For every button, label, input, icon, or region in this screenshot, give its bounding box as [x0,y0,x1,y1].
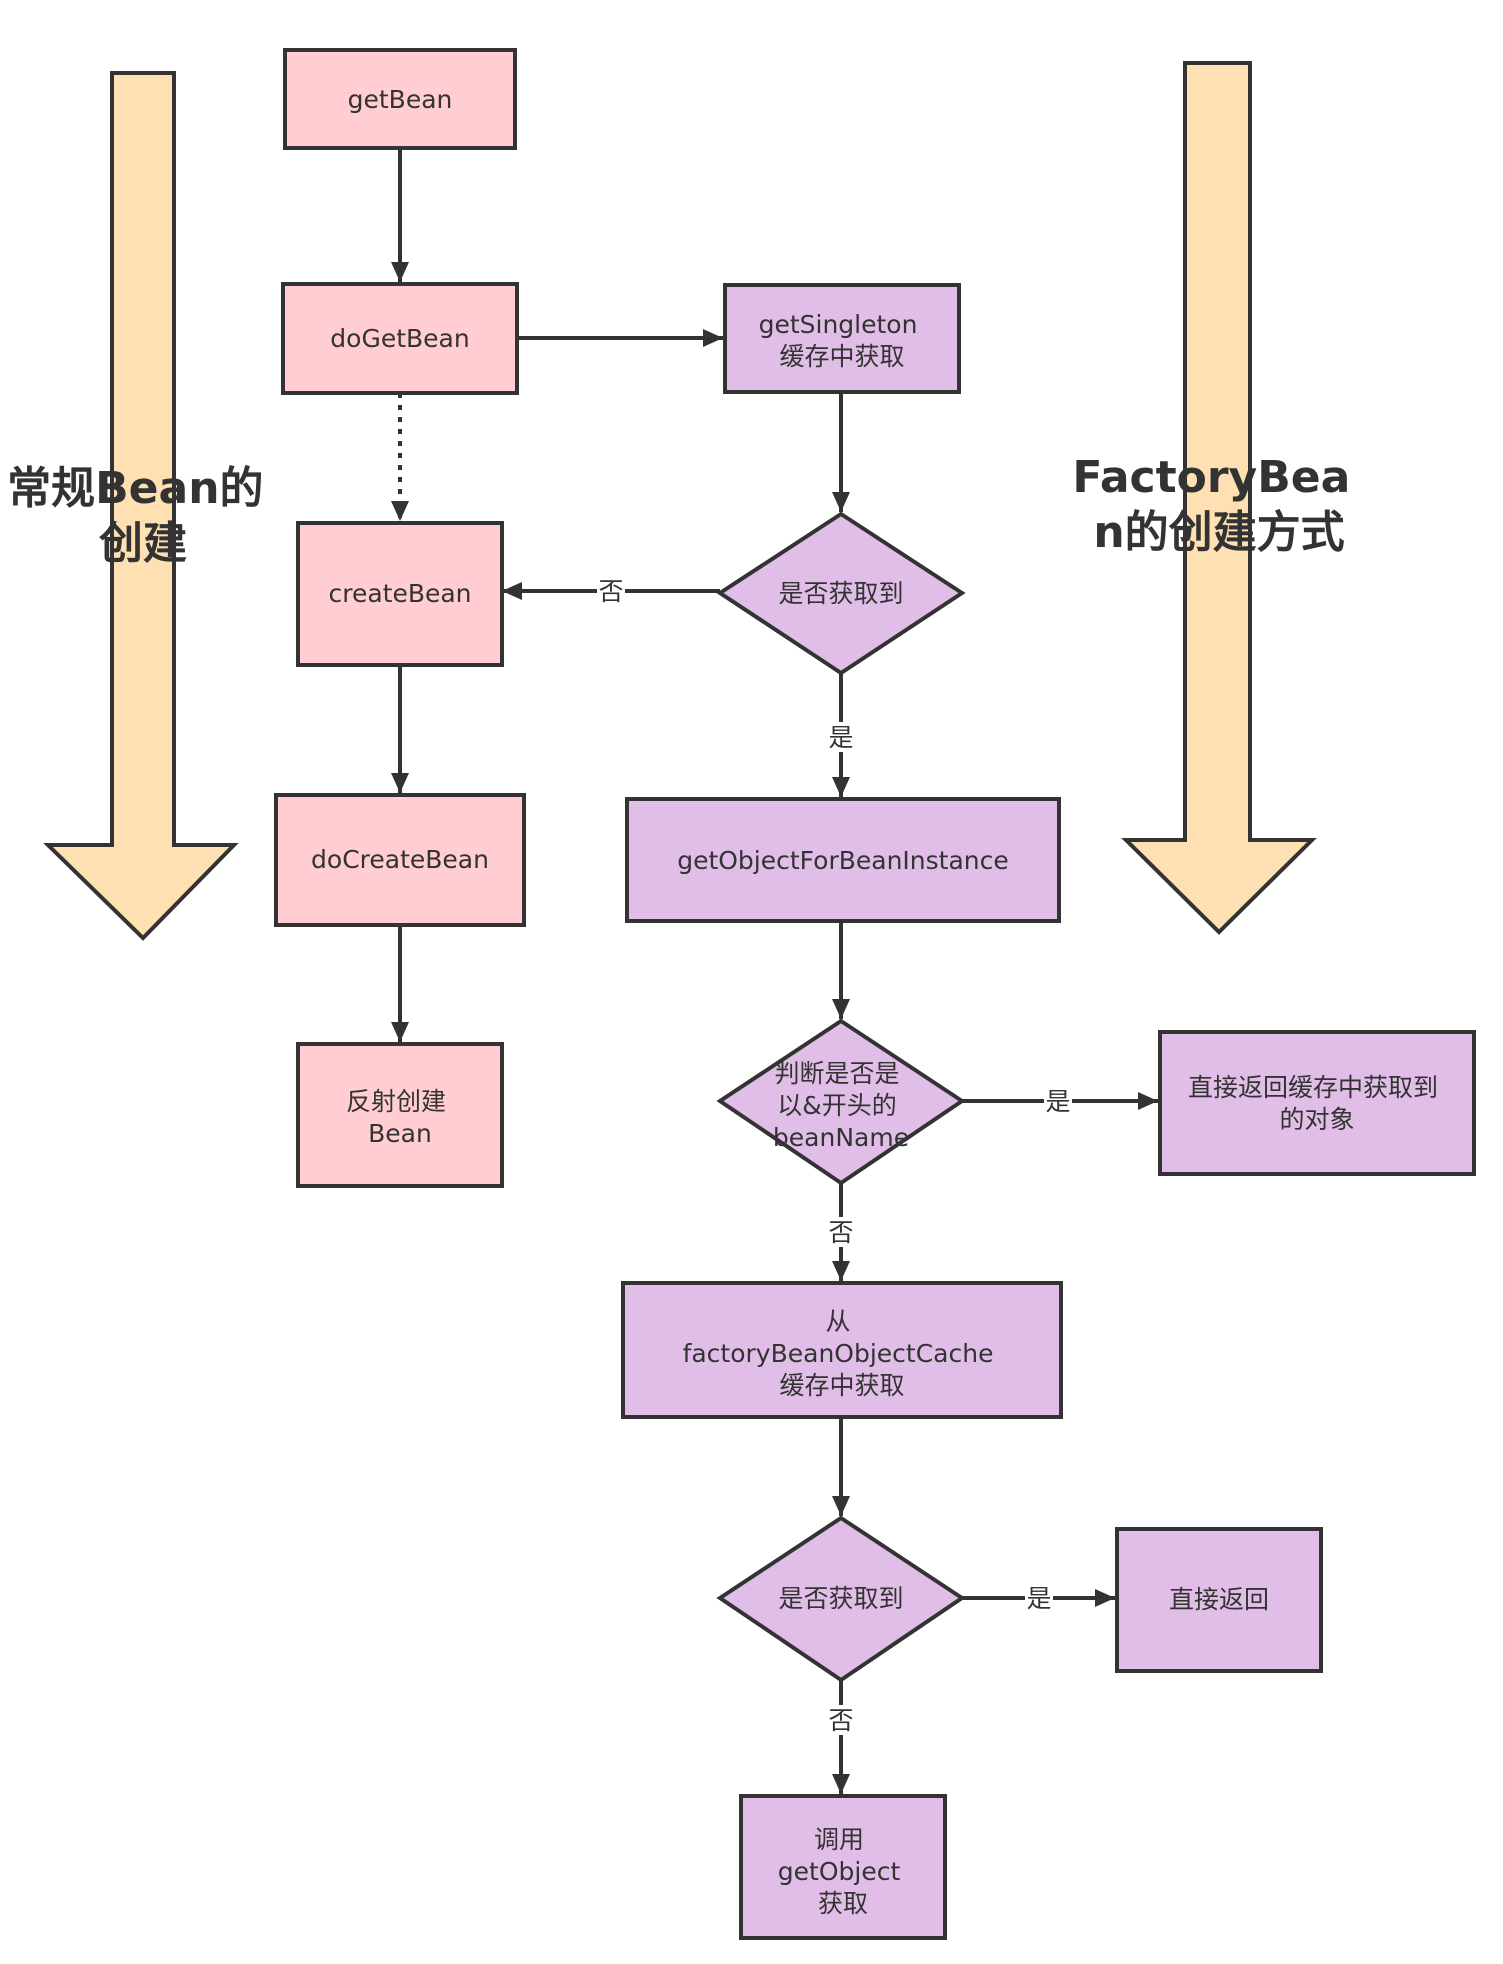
node-createbean-label: createBean [328,579,471,608]
node-decision3-label: 是否获取到 [778,1584,903,1613]
edge-label-d2-yes: 是 [1045,1087,1070,1116]
node-dogetbean: doGetBean [281,282,519,395]
node-return-cached-label: 直接返回缓存中获取到 的对象 [1188,1073,1446,1134]
node-getobjectfor-label: getObjectForBeanInstance [677,846,1009,875]
node-dogetbean-label: doGetBean [330,324,469,353]
node-decision2-label: 判断是否是 以&开头的 beanName [773,1059,909,1152]
node-createbean: createBean [296,521,504,667]
edge-label-d3-yes: 是 [1026,1584,1051,1613]
regular-flow-big-arrow [43,71,239,941]
node-getobjectforbeaninstance: getObjectForBeanInstance [625,797,1061,923]
edge-label-d3-no: 否 [828,1706,853,1735]
factory-flow-big-arrow [1121,61,1317,935]
factory-side-label: FactoryBea n的创建方式 [1072,452,1365,558]
edge-label-d1-no: 否 [598,577,623,606]
node-reflect-create-bean: 反射创建 Bean [296,1042,504,1188]
regular-side-label: 常规Bean的 创建 [7,463,279,569]
edge-label-d2-no: 否 [828,1218,853,1247]
edge-label-d1-yes: 是 [828,723,853,752]
node-docreatebean-label: doCreateBean [311,845,489,874]
node-getsingleton-label: getSingleton 缓存中获取 [759,310,926,371]
edge-labels: 否 是 是 否 是 否 [597,576,1072,1735]
node-docreatebean: doCreateBean [274,793,526,927]
node-return-directly: 直接返回 [1115,1527,1323,1673]
node-from-factorybeanobjectcache: 从 factoryBeanObjectCache 缓存中获取 [621,1281,1063,1419]
node-call-getobject: 调用 getObject 获取 [739,1794,947,1940]
node-decision-ampersand: 判断是否是 以&开头的 beanName [716,1018,966,1186]
node-getbean-label: getBean [348,85,453,114]
node-getsingleton: getSingleton 缓存中获取 [723,283,961,394]
node-fromcache-label: 从 factoryBeanObjectCache 缓存中获取 [683,1307,1002,1400]
node-decision-obtained-2: 是否获取到 [716,1515,966,1683]
node-return-directly-label: 直接返回 [1169,1585,1269,1614]
node-call-getobject-label: 调用 getObject 获取 [778,1825,908,1918]
node-return-cached-object: 直接返回缓存中获取到 的对象 [1158,1030,1476,1176]
node-getbean: getBean [283,48,517,150]
node-decision1-label: 是否获取到 [778,579,903,608]
node-decision-obtained-1: 是否获取到 [716,511,966,676]
node-reflect-label: 反射创建 Bean [346,1087,454,1148]
